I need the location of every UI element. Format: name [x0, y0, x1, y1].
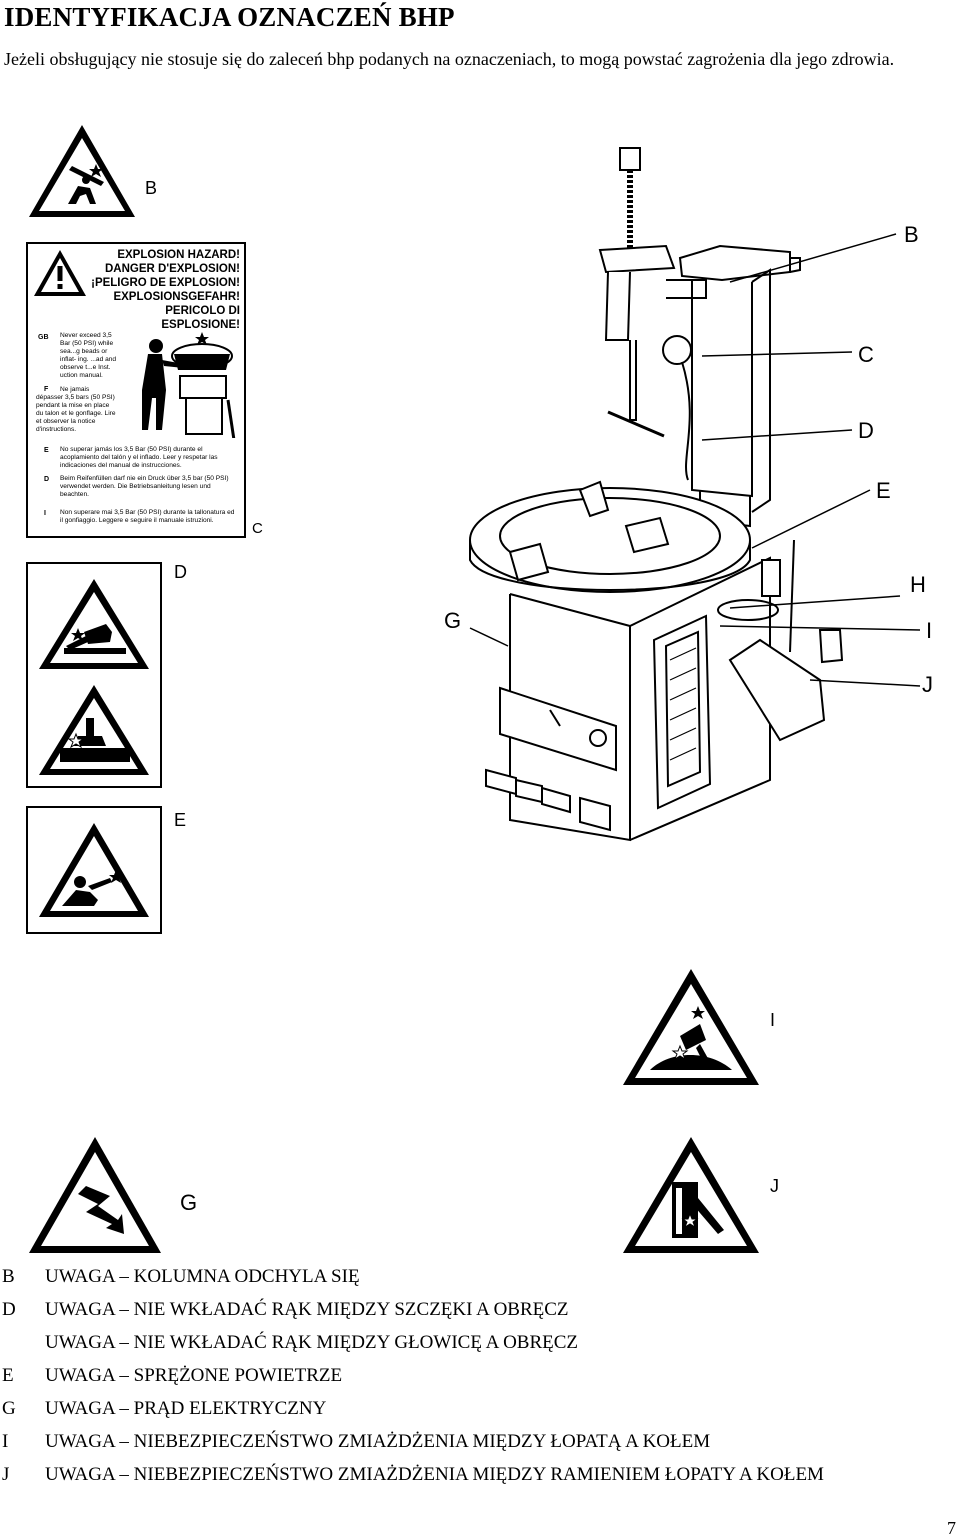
warning-text-f: Ne jamais dépasser 3,5 bars (50 PSI) pen… [36, 386, 116, 433]
callout-label-j: J [922, 672, 933, 697]
legend-text: UWAGA – NIE WKŁADAĆ RĄK MIĘDZY GŁOWICĘ A… [45, 1332, 579, 1353]
legend-text: UWAGA – NIEBEZPIECZEŃSTWO ZMIAŻDŻENIA MI… [45, 1464, 824, 1485]
legend-key: I [2, 1431, 9, 1452]
legend-text: UWAGA – NIEBEZPIECZEŃSTWO ZMIAŻDŻENIA MI… [45, 1431, 711, 1452]
legend-key: G [2, 1398, 16, 1419]
sign-label-e: E [174, 810, 187, 830]
callout-label-e: E [876, 478, 891, 503]
lang-key-f: F [44, 386, 49, 393]
exclamation-triangle-icon [34, 250, 86, 296]
warning-sign-i-crush-paddle [623, 969, 759, 1085]
explosion-header-de: EXPLOSIONSGEFAHR! [113, 291, 240, 303]
legend-key: B [2, 1266, 15, 1287]
page-title: IDENTYFIKACJA OZNACZEŃ BHP [4, 2, 455, 32]
warning-sign-b-column-tilt [29, 125, 135, 217]
warning-text-e: No superar jamás los 3,5 Bar (50 PSI) du… [60, 446, 218, 469]
lang-key-d: D [44, 476, 50, 483]
legend-key: J [2, 1464, 10, 1485]
sign-label-b: B [145, 178, 158, 198]
warning-sign-g-electric [29, 1137, 161, 1253]
warning-sign-d-hands [26, 562, 162, 788]
sign-label-i: I [770, 1010, 776, 1030]
hand-jaws-warning-icon [39, 579, 149, 669]
sign-label-g: G [180, 1190, 198, 1215]
sign-label-j: J [770, 1176, 779, 1196]
sign-label-c: C [252, 520, 263, 537]
tyre-inflation-illustration [142, 332, 236, 438]
legend-key: E [2, 1365, 14, 1386]
legend-key: D [2, 1299, 16, 1320]
callout-label-d: D [858, 418, 874, 443]
intro-paragraph: Jeżeli obsługujący nie stosuje się do za… [4, 49, 895, 69]
sign-label-d: D [174, 562, 187, 582]
lang-key-gb: GB [38, 334, 49, 341]
explosion-header-fr: DANGER D'EXPLOSION! [105, 263, 240, 275]
page-number: 7 [947, 1518, 956, 1538]
legend-text: UWAGA – NIE WKŁADAĆ RĄK MIĘDZY SZCZĘKI A… [45, 1299, 569, 1320]
explosion-hazard-sign: EXPLOSION HAZARD! DANGER D'EXPLOSION! ¡P… [26, 242, 246, 538]
warning-text-gb: Never exceed 3,5 Bar (50 PSI) while sea.… [60, 332, 117, 379]
legend-text: UWAGA – SPRĘŻONE POWIETRZE [45, 1365, 343, 1386]
explosion-header-en: EXPLOSION HAZARD! [117, 249, 240, 261]
callout-label-h: H [910, 572, 926, 597]
lang-key-e: E [44, 447, 49, 454]
explosion-header-es: ¡PELIGRO DE EXPLOSION! [91, 277, 240, 289]
tyre-changer-machine-drawing [469, 147, 921, 842]
callout-label-b: B [904, 222, 919, 247]
callout-label-c: C [858, 342, 874, 367]
hand-head-warning-icon [39, 685, 149, 775]
lang-key-i: I [44, 510, 46, 517]
callout-label-i: I [926, 618, 933, 643]
warning-sign-j-crush-arm [623, 1137, 759, 1253]
callout-label-g: G [444, 608, 462, 633]
legend-text: UWAGA – KOLUMNA ODCHYLA SIĘ [45, 1266, 360, 1287]
legend-text: UWAGA – PRĄD ELEKTRYCZNY [45, 1398, 327, 1419]
warning-text-d: Beim Reifenfüllen darf nie ein Druck übe… [60, 475, 229, 498]
legend-list: B UWAGA – KOLUMNA ODCHYLA SIĘ D UWAGA – … [0, 1266, 960, 1496]
warning-text-i: Non superare mai 3,5 Bar (50 PSI) durant… [60, 509, 235, 524]
compressed-air-warning-icon [39, 823, 149, 917]
explosion-header-it: PERICOLO DI ESPLOSIONE! [161, 305, 240, 331]
warning-sign-e-compressed-air [26, 806, 162, 934]
